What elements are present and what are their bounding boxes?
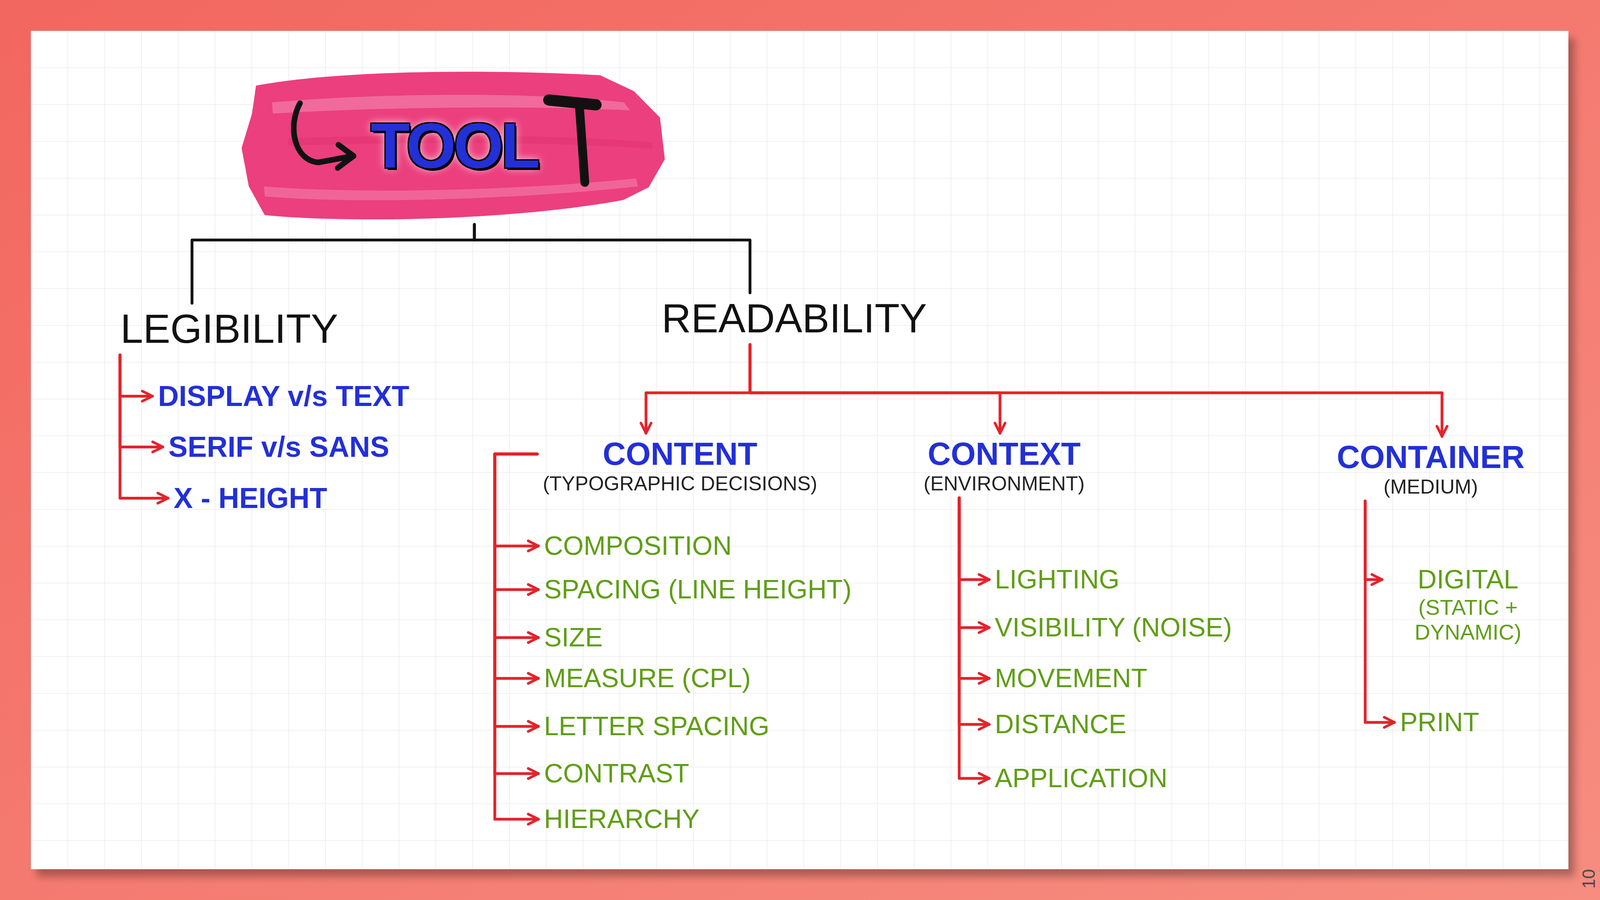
blue-node: DISPLAY v/s TEXT — [152, 377, 415, 416]
hammer-handle — [579, 103, 585, 183]
factor-item: LETTER SPACING — [544, 711, 770, 742]
arrow-connector — [494, 454, 539, 638]
factor-item: APPLICATION — [994, 763, 1168, 794]
arrow-connector — [494, 454, 539, 546]
brush-blob — [241, 71, 665, 220]
category-subtitle: (MEDIUM) — [1336, 475, 1525, 499]
arrow-connector — [750, 344, 1442, 437]
head-node: READABILITY — [656, 292, 933, 345]
factor-item: SIZE — [544, 622, 603, 653]
blue-node: X - HEIGHT — [168, 479, 333, 518]
blue-node: SERIF v/s SANS — [162, 428, 395, 466]
legibility-item: DISPLAY v/s TEXT — [158, 379, 410, 413]
category-subtitle: (TYPOGRAPHIC DECISIONS) — [542, 472, 818, 496]
item-node: VISIBILITY (NOISE) — [989, 610, 1238, 646]
grid — [30, 30, 1569, 870]
hook-arrow-head — [337, 144, 354, 168]
item-node: SIZE — [538, 620, 609, 656]
item-node: CONTRAST — [538, 756, 695, 792]
arrow-connector — [120, 354, 163, 447]
factor-item: DISTANCE — [994, 709, 1127, 740]
factor-item: DIGITAL — [1387, 564, 1549, 595]
arrow-connector — [959, 498, 990, 580]
item-node: LETTER SPACING — [538, 708, 776, 744]
hammer-head — [548, 100, 596, 105]
arrow-connector — [120, 354, 168, 498]
item-node: COMPOSITION — [538, 528, 738, 564]
factor-item: COMPOSITION — [544, 530, 732, 562]
factor-item: CONTRAST — [544, 758, 690, 789]
arrow-connector — [959, 498, 990, 628]
factor-item: SPACING (LINE HEIGHT) — [544, 574, 852, 605]
cat-node: CONTAINER(MEDIUM) — [1331, 436, 1531, 502]
tree-bracket — [474, 224, 750, 293]
arrow-connector — [750, 344, 1000, 434]
factor-item: PRINT — [1400, 707, 1480, 738]
arrow-connector — [959, 498, 990, 725]
arrow-connector — [646, 344, 750, 434]
card — [30, 30, 1569, 870]
item-node: DIGITAL(STATIC + DYNAMIC) — [1382, 562, 1554, 647]
arrow-connector — [494, 454, 539, 774]
item-node: PRINT — [1394, 704, 1485, 740]
brush-title-node: TOOL — [240, 66, 669, 225]
item-node: MEASURE (CPL) — [538, 660, 757, 696]
factor-item: VISIBILITY (NOISE) — [994, 612, 1232, 643]
cat-node: CONTEXT(ENVIRONMENT) — [918, 433, 1091, 498]
arrow-connector — [494, 454, 539, 679]
factor-item: HIERARCHY — [544, 804, 700, 835]
arrow-connector — [1365, 501, 1395, 723]
legibility-item: X - HEIGHT — [173, 481, 328, 515]
arrow-connector — [120, 354, 153, 396]
cat-node: CONTENT(TYPOGRAPHIC DECISIONS) — [537, 433, 823, 498]
arrow-connector — [959, 498, 990, 679]
category-heading: CONTENT — [542, 435, 818, 473]
category-heading: CONTEXT — [923, 435, 1085, 473]
factor-item: MOVEMENT — [994, 663, 1148, 694]
item-node: SPACING (LINE HEIGHT) — [538, 572, 858, 608]
head-node: LEGIBILITY — [114, 303, 344, 355]
connectors — [120, 224, 1442, 820]
hook-arrow — [293, 103, 353, 163]
page-number: 10 — [1578, 869, 1599, 889]
item-node: LIGHTING — [989, 562, 1126, 598]
item-node: HIERARCHY — [538, 801, 706, 837]
arrow-connector — [494, 454, 539, 590]
item-node: DISTANCE — [989, 706, 1132, 742]
category-subtitle: (ENVIRONMENT) — [923, 472, 1085, 496]
branch-heading: LEGIBILITY — [120, 305, 338, 353]
branch-heading: READABILITY — [661, 295, 927, 342]
category-heading: CONTAINER — [1336, 438, 1525, 476]
factor-note: (STATIC + DYNAMIC) — [1387, 594, 1549, 645]
arrow-connector — [1365, 501, 1382, 580]
tree-bracket — [192, 224, 475, 304]
factor-item: LIGHTING — [994, 564, 1120, 595]
arrow-connector — [494, 454, 539, 820]
arrow-connector — [494, 454, 539, 727]
root-title: TOOL — [370, 108, 538, 183]
item-node: APPLICATION — [989, 760, 1174, 796]
item-node: MOVEMENT — [989, 660, 1153, 696]
legibility-item: SERIF v/s SANS — [168, 430, 390, 464]
arrow-connector — [959, 498, 990, 779]
factor-item: MEASURE (CPL) — [544, 663, 751, 694]
